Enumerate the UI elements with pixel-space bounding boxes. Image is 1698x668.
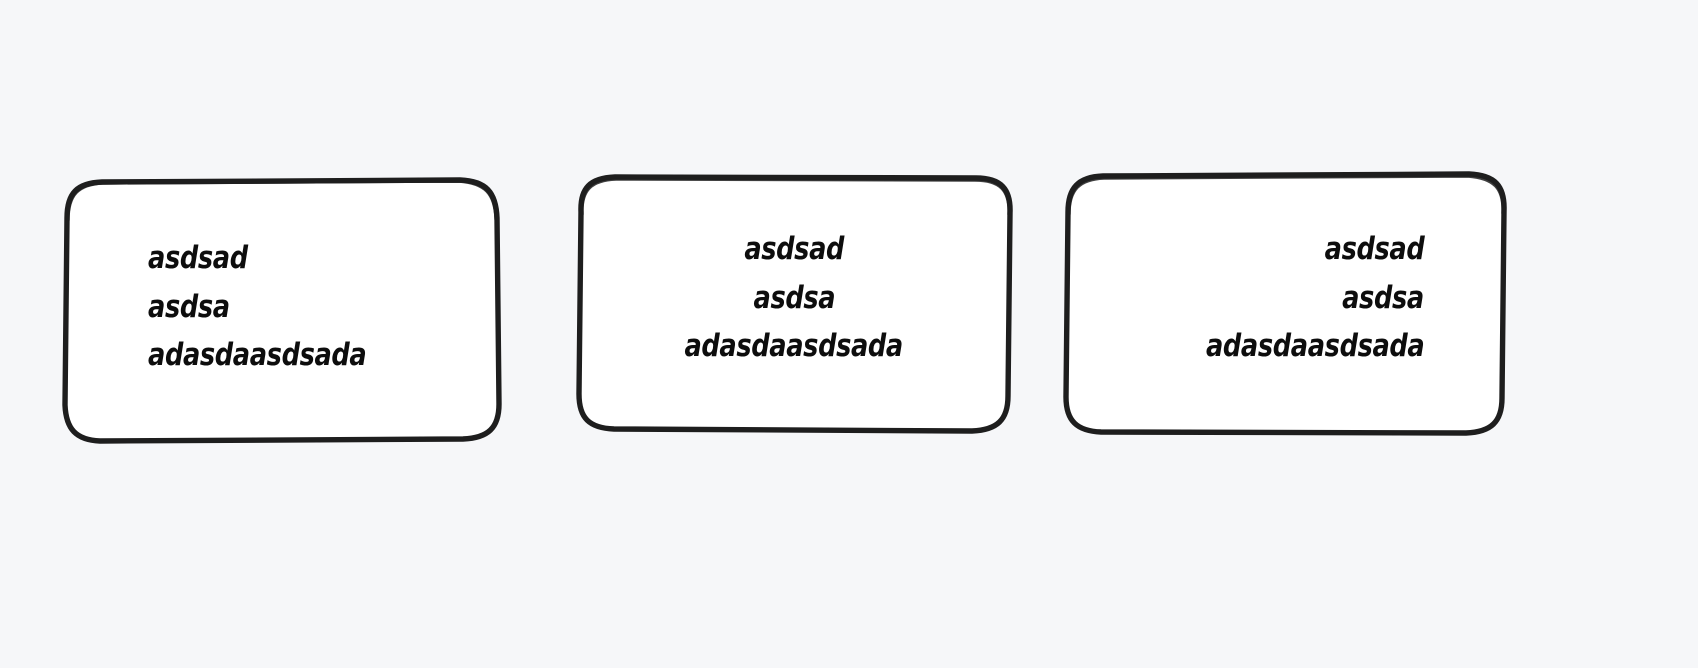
sketch-card-center-aligned[interactable]: asdsad asdsa adasdaasdsada xyxy=(572,172,1016,434)
card-outline-shape xyxy=(1063,171,1507,436)
card-text-block: asdsad asdsa adasdaasdsada xyxy=(1060,170,1510,436)
card-text-line: asdsad xyxy=(148,240,248,277)
card-text-line: asdsa xyxy=(1342,279,1424,316)
sketch-card-right-aligned[interactable]: asdsad asdsa adasdaasdsada xyxy=(1060,170,1510,436)
card-outline-shape xyxy=(62,177,502,444)
card-text-line: adasdaasdsada xyxy=(148,337,367,374)
card-text-block: asdsad asdsa adasdaasdsada xyxy=(60,176,502,444)
sketch-card-left-aligned[interactable]: asdsad asdsa adasdaasdsada xyxy=(60,176,502,444)
card-text-line: asdsa xyxy=(148,288,230,325)
card-text-line: asdsad xyxy=(1324,231,1424,268)
card-text-line: adasdaasdsada xyxy=(684,328,904,365)
card-outline-shape xyxy=(576,174,1013,434)
card-text-block: asdsad asdsa adasdaasdsada xyxy=(572,172,1016,434)
card-text-line: asdsa xyxy=(753,279,835,316)
card-text-line: adasdaasdsada xyxy=(1205,328,1425,365)
card-text-line: asdsad xyxy=(744,231,844,268)
